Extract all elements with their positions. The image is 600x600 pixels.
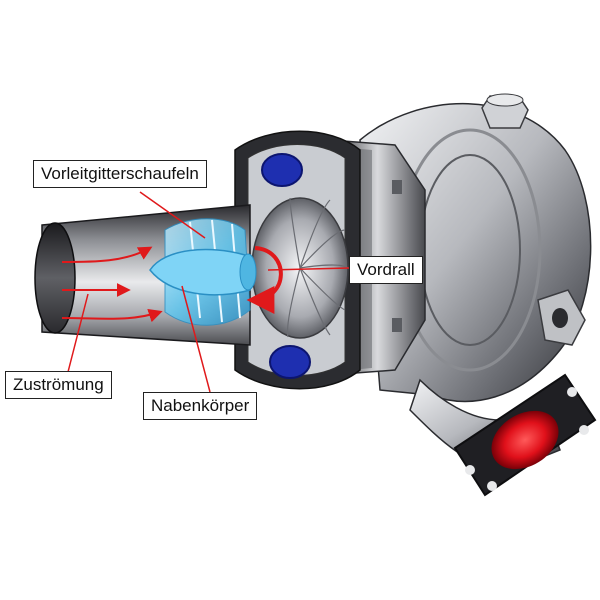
label-vordrall: Vordrall	[349, 256, 423, 284]
outlet-flange	[453, 373, 597, 497]
compressor-ring-top	[261, 153, 303, 187]
label-vorleitgitterschaufeln: Vorleitgitterschaufeln	[33, 160, 207, 188]
leader-lines	[67, 191, 351, 393]
leader-vordrall	[267, 267, 351, 271]
leader-zustroemung	[67, 293, 89, 373]
label-nabenkoerper: Nabenkörper	[143, 392, 258, 420]
hub-body	[149, 248, 257, 296]
leader-nabenkoerper	[181, 285, 211, 393]
leader-vorleitgitterschaufeln	[139, 191, 206, 239]
pre-swirl-arrow	[246, 246, 283, 314]
compressor-ring-bottom	[269, 345, 311, 379]
inflow-arrows	[61, 246, 163, 323]
label-zustroemung: Zuströmung	[5, 371, 112, 399]
inlet-opening	[34, 222, 76, 334]
outlet-port	[491, 410, 559, 470]
